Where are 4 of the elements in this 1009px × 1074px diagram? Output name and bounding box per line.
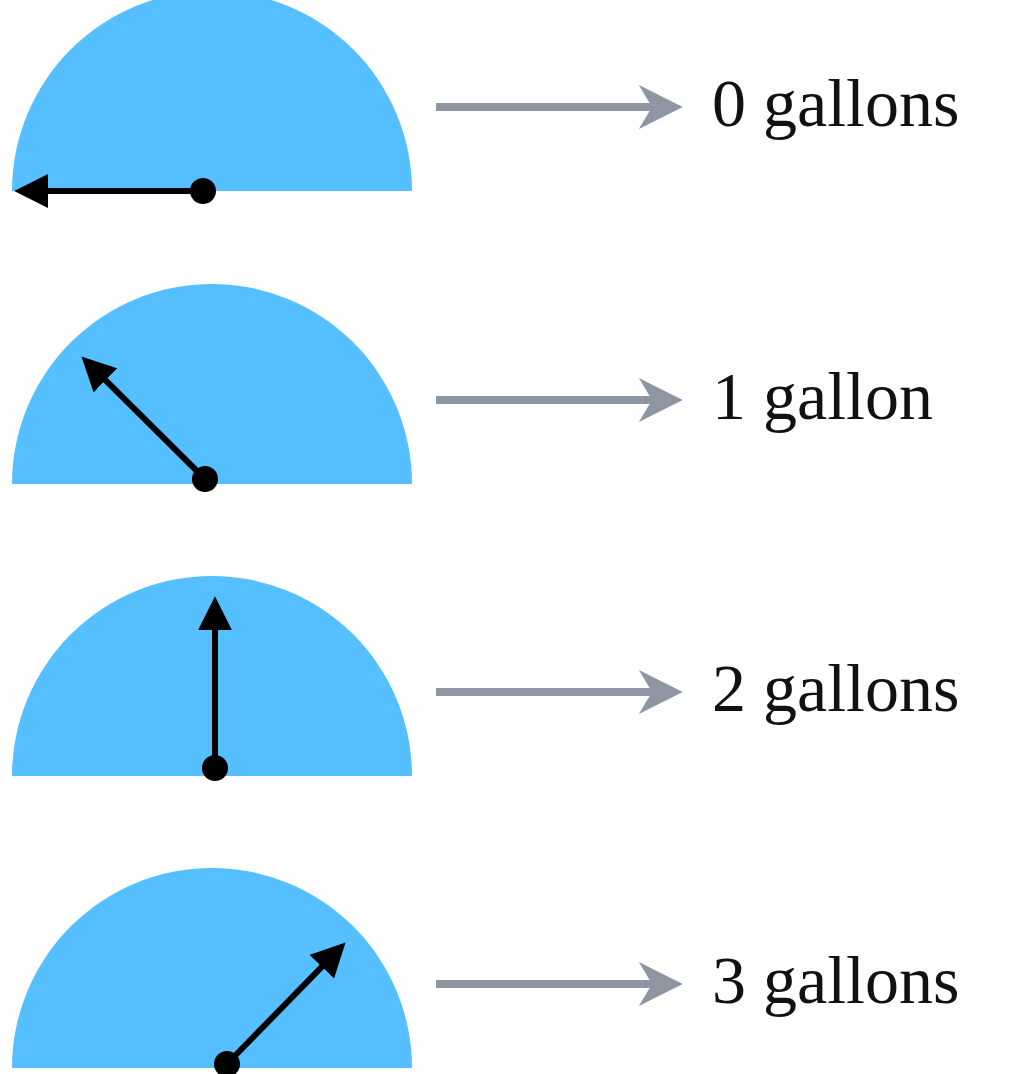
quantity-label: 1 gallon: [674, 356, 933, 436]
quantity-label: 2 gallons: [674, 648, 960, 728]
quantity-label: 0 gallons: [674, 63, 960, 143]
quantity-label: 3 gallons: [674, 940, 960, 1020]
